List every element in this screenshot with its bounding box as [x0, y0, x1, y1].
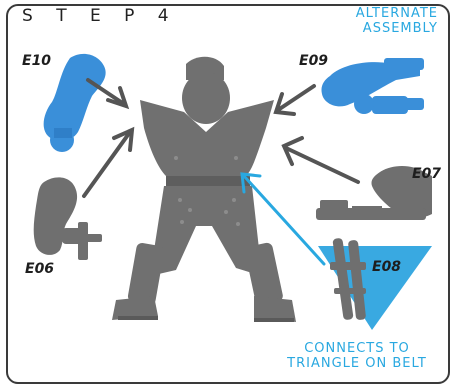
connection-note-line1: CONNECTS TO: [304, 341, 410, 356]
part-code-e07: E07: [412, 166, 442, 182]
weapon-part-e08: [330, 238, 366, 320]
alternate-label-line1: ALTERNATE: [355, 6, 438, 21]
belt-connection-note: CONNECTS TO TRIANGLE ON BELT: [272, 341, 442, 371]
connection-note-line2: TRIANGLE ON BELT: [287, 356, 427, 371]
arm-part-e10: [43, 53, 106, 152]
alternate-assembly-label: ALTERNATE ASSEMBLY: [356, 6, 438, 36]
step-heading: S T E P 4: [22, 6, 178, 26]
panel-border: [6, 4, 450, 384]
assembly-arrows: [82, 78, 360, 198]
part-code-e08: E08: [372, 259, 402, 275]
belt-connection-arrow: [240, 172, 326, 266]
alternate-label-line2: ASSEMBLY: [362, 21, 438, 36]
part-code-e09: E09: [299, 53, 329, 69]
part-code-e06: E06: [25, 261, 55, 277]
arm-part-e06: [33, 177, 102, 260]
assembly-illustration: [33, 53, 432, 330]
armor-rivets: [174, 156, 240, 226]
miniature-figure: [112, 56, 296, 322]
part-code-e10: E10: [22, 53, 52, 69]
arm-part-e09: [321, 58, 424, 114]
assembly-instruction-panel: S T E P 4 ALTERNATE ASSEMBLY E10 E09 E06…: [6, 4, 450, 384]
arm-part-e07: [316, 166, 432, 220]
